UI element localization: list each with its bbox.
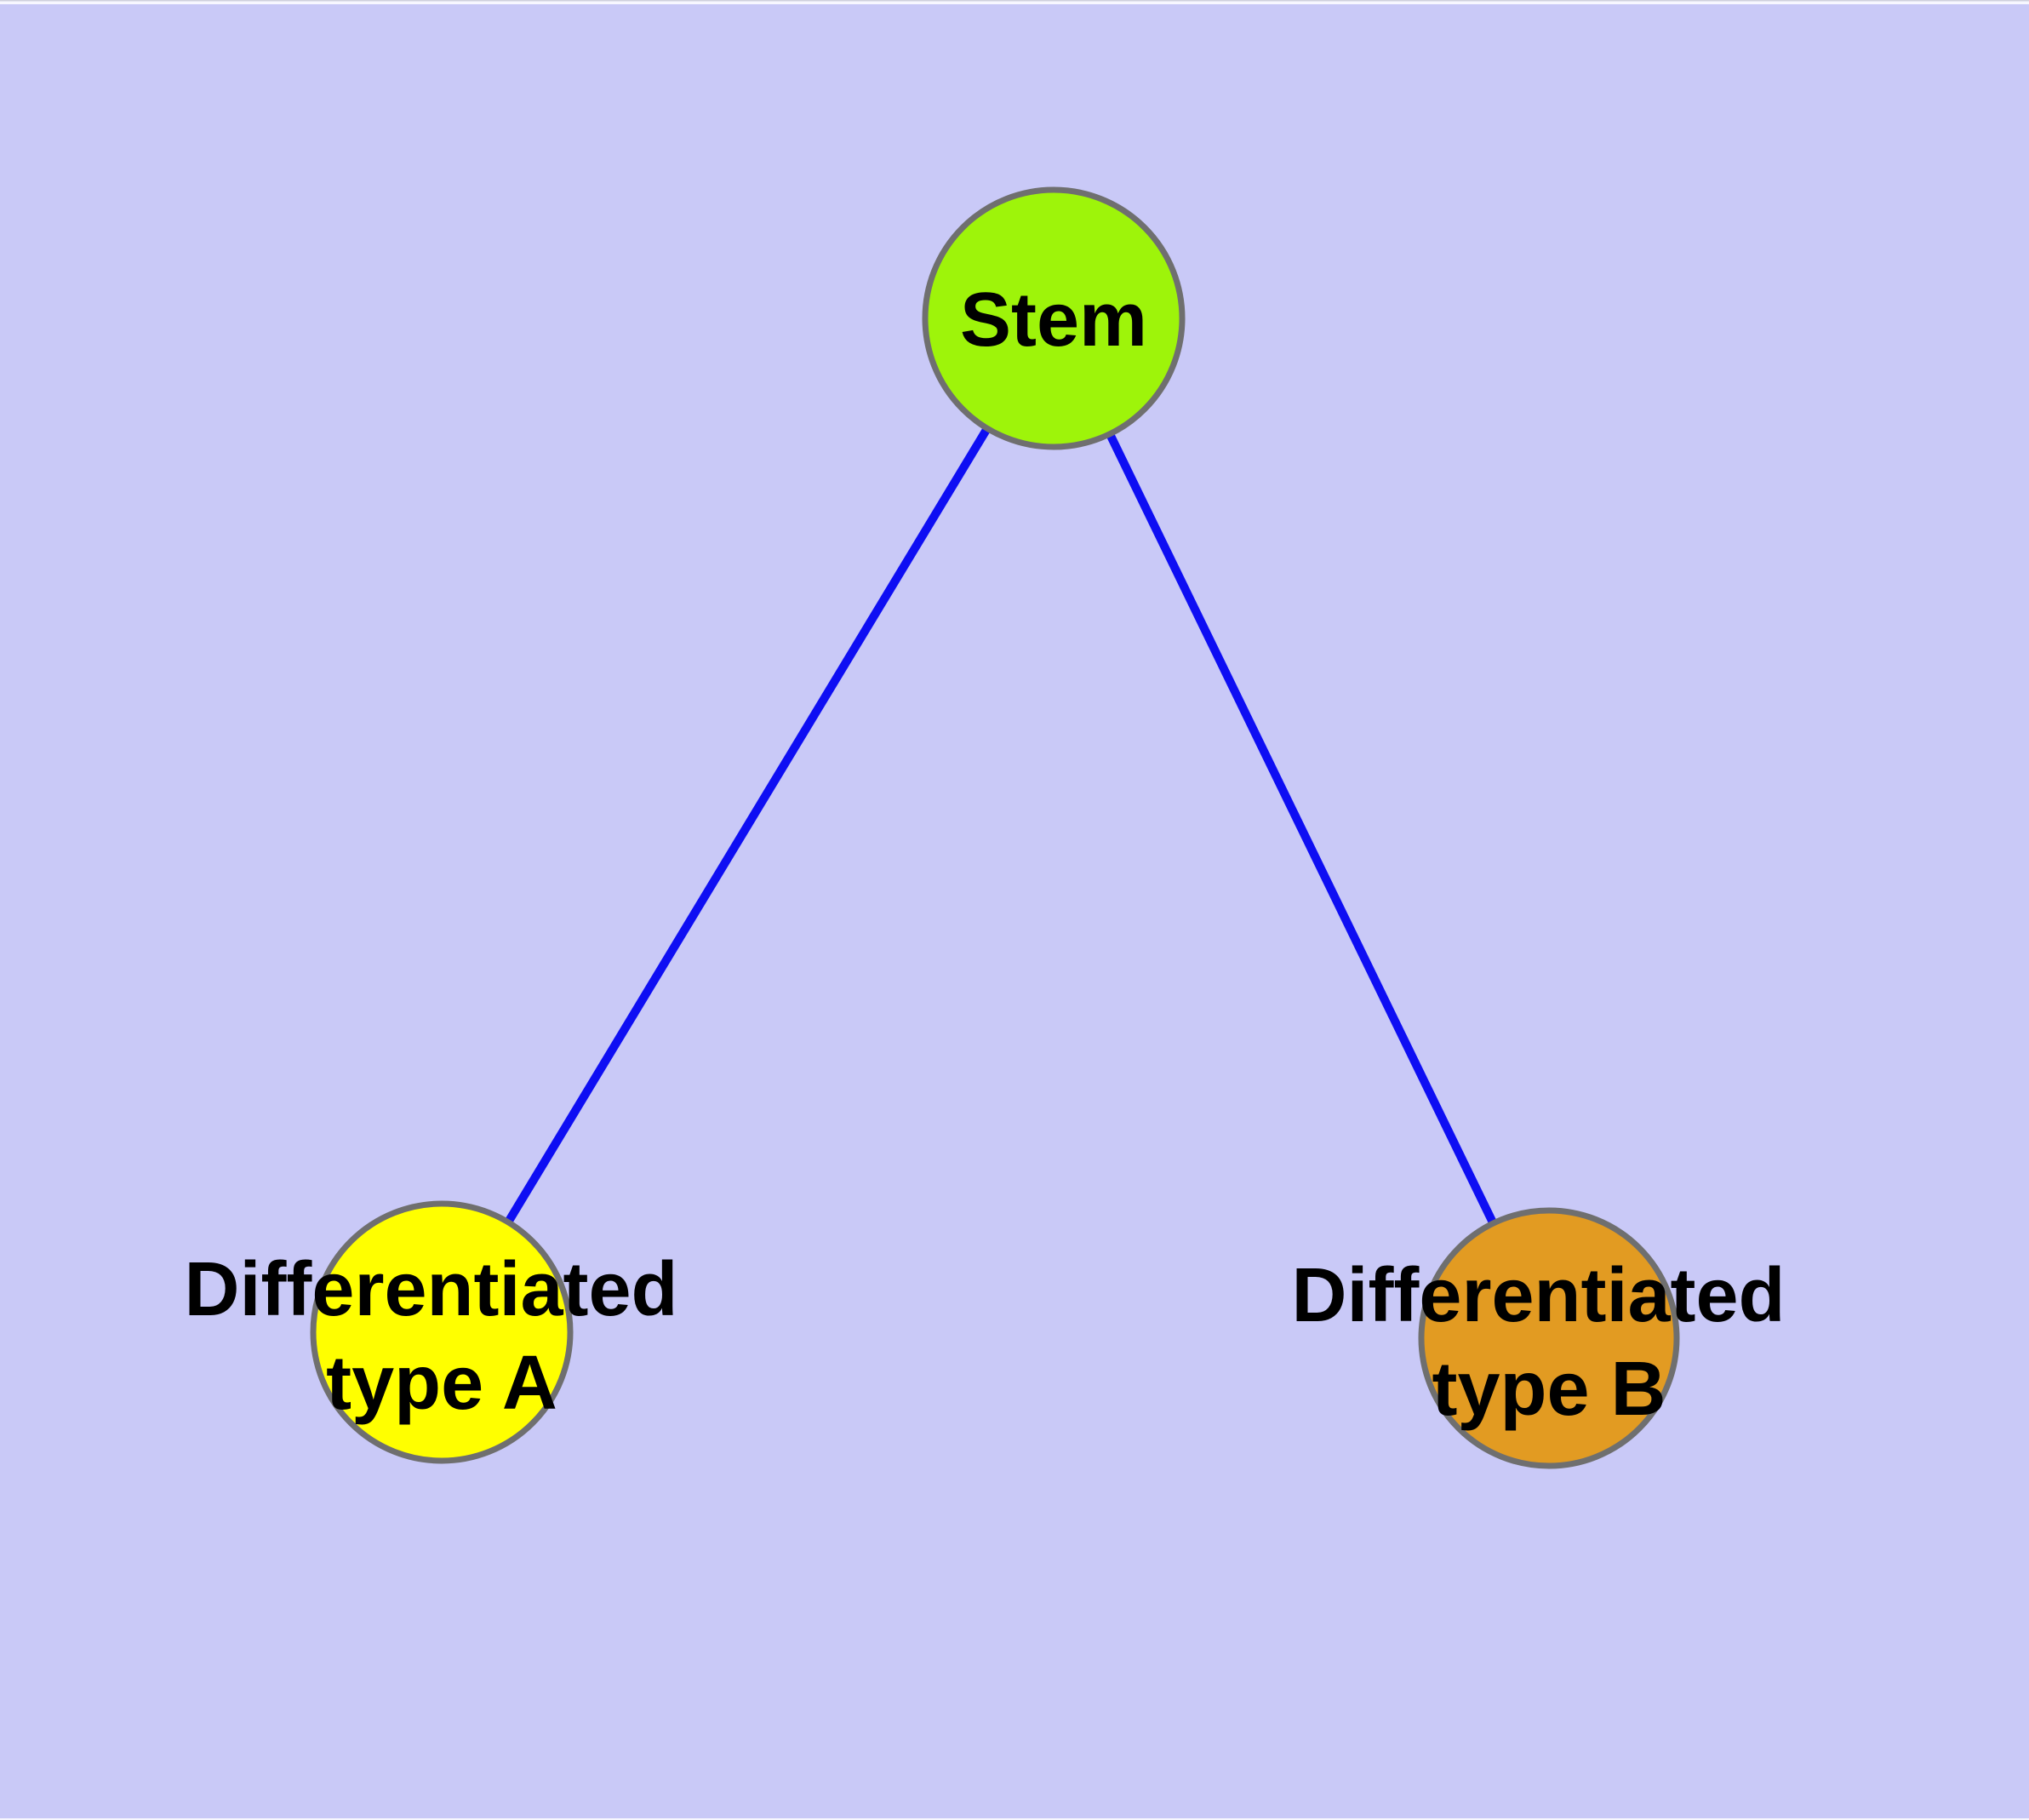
node-differentiated-type-a[interactable] <box>310 1200 574 1464</box>
node-stem-label: Stem <box>960 278 1147 363</box>
node-type-b-label-line1: Differentiated <box>1291 1253 1785 1338</box>
edge-stem-to-type-a <box>437 316 1058 1335</box>
node-type-b-label-line2: type B <box>1432 1347 1666 1432</box>
window-top-hairline <box>0 0 2029 2</box>
node-type-a-label-line2: type A <box>326 1341 557 1426</box>
node-stem[interactable] <box>922 186 1186 450</box>
node-type-a-label: Differentiated type A <box>184 1247 699 1426</box>
node-type-b-label: Differentiated type B <box>1291 1253 1806 1432</box>
node-type-a-label-line1: Differentiated <box>184 1247 677 1332</box>
node-differentiated-type-b[interactable] <box>1418 1207 1680 1469</box>
edge-stem-to-type-b <box>1049 316 1553 1341</box>
